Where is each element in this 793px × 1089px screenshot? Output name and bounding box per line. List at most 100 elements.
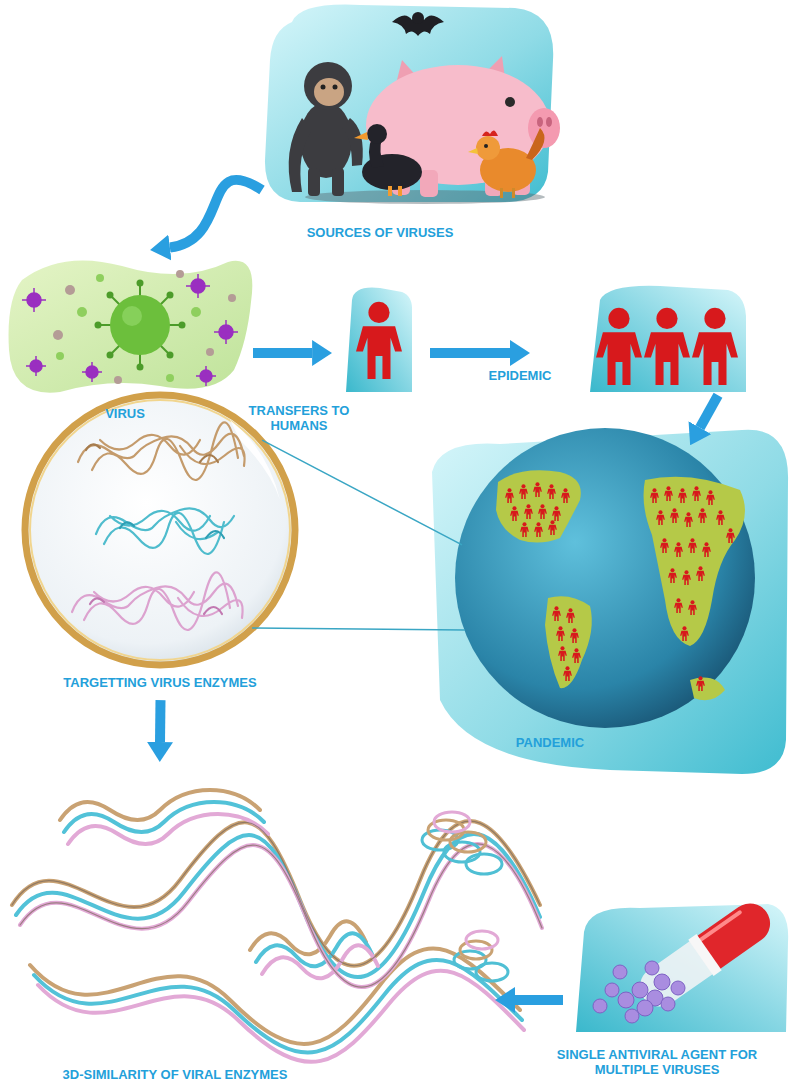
virus-panel: VIRUS (5, 258, 253, 393)
globe-art-shape-shape (684, 512, 693, 527)
capsule-panel-art-shape-shape (661, 997, 675, 1011)
virus-panel-art-shape-shape (167, 352, 174, 359)
virus-panel-art-shape (110, 295, 170, 355)
human-panel (345, 285, 413, 393)
sources-panel: SOURCES OF VIRUSES (262, 4, 558, 204)
sources-panel-art-shape (321, 85, 326, 90)
capsule-panel-art-shape-shape (671, 981, 685, 995)
sources-panel-art-shape (342, 118, 363, 166)
capsule-panel-art-shape-shape (654, 974, 670, 990)
virus-panel-art-shape-shape (96, 274, 104, 282)
globe-art-shape-shape (563, 666, 572, 681)
zoom-circle-art-shape-shape (96, 508, 234, 554)
globe-art-shape-shape (674, 542, 683, 557)
sources-panel-art-shape (308, 168, 320, 196)
enzyme-overlay-art-shape-shape (434, 812, 470, 832)
globe-art-shape (545, 596, 592, 688)
virus-panel-art-shape-shape (166, 374, 174, 382)
globe-art-shape-shape (706, 490, 715, 505)
zoom-line (252, 440, 465, 630)
human-panel-art (346, 288, 412, 393)
globe-art-shape-shape (660, 538, 669, 553)
capsule-panel-art-shape-shape (618, 992, 634, 1008)
virus-panel-art-shape-shape (22, 299, 46, 301)
enzyme-overlay-art-shape-shape (20, 844, 542, 987)
globe-art-shape-shape (534, 522, 543, 537)
enzyme-overlay-art-shape-shape (466, 931, 498, 949)
capsule-panel-art-shape-shape (637, 1000, 653, 1016)
flow-arrow (430, 348, 510, 358)
sources-panel-art-shape (367, 124, 387, 144)
virus-panel-art-shape (98, 283, 182, 367)
globe-art-shape (505, 482, 735, 691)
globe-art-shape-shape (561, 488, 570, 503)
virus-panel-art-shape-shape (110, 295, 170, 355)
globe-art-shape-shape (726, 528, 735, 543)
sources-panel-art-shape (546, 117, 552, 127)
zoom-circle-art-shape (30, 400, 290, 660)
globe-art-shape-shape (519, 484, 528, 499)
panel-caption: SOURCES OF VIRUSES (306, 225, 455, 240)
enzyme-overlay-art-shape-shape (34, 960, 522, 1053)
globe-art (432, 428, 788, 774)
globe-art-shape-shape (678, 488, 687, 503)
sources-panel-art-shape (468, 148, 478, 154)
sources-panel-art-shape (300, 102, 352, 178)
zoom-circle-art-shape-shape (90, 598, 222, 614)
globe-art-shape-shape (520, 522, 529, 537)
globe-art-shape-shape (656, 510, 665, 525)
arrow-label: TRANSFERS TO HUMANS (243, 403, 355, 433)
flow-arrow (515, 995, 563, 1005)
sources-panel-art-shape (476, 136, 500, 160)
enzyme-overlay-art-shape (20, 814, 542, 1062)
enzyme-overlay-art-shape-shape (68, 814, 268, 844)
sources-panel-art-shape (333, 85, 338, 90)
flow-arrow (253, 348, 312, 358)
zoom-circle-art (25, 395, 295, 665)
sources-panel-art-shape (505, 97, 515, 107)
sources-panel-art-shape (388, 186, 392, 196)
sources-panel-art-shape (500, 188, 503, 198)
globe-art-shape (690, 678, 725, 701)
enzyme-overlay-art-shape-shape (12, 821, 540, 966)
capsule-panel-art-shape-shape (700, 912, 739, 940)
virus-panel-art-shape (95, 280, 186, 371)
panel-caption: SINGLE ANTIVIRAL AGENT FOR MULTIPLE VIRU… (529, 1047, 785, 1077)
sources-panel-art-shape (420, 170, 438, 197)
capsule-panel-art-shape-shape (625, 1009, 639, 1023)
virus-panel-art-shape-shape (26, 365, 46, 367)
sources-panel-art-shape (314, 78, 344, 106)
enzyme-overlay-art-shape (12, 821, 542, 987)
virus-panel-art-shape-shape (107, 292, 114, 299)
virus-panel-art-shape-shape (228, 294, 236, 302)
globe-art-shape-shape (510, 506, 519, 521)
globe-art-shape-shape (702, 542, 711, 557)
globe-art-shape-shape (688, 600, 697, 615)
virus-panel-art-shape-shape (53, 330, 63, 340)
virus-panel-art-shape-shape (95, 322, 102, 329)
zoom-circle-art-shape (25, 395, 295, 665)
globe-art-shape-shape (698, 508, 707, 523)
virus-panel-art-shape-shape (137, 364, 144, 371)
globe-art-shape-shape (572, 648, 581, 663)
panel-caption: TARGETTING VIRUS ENZYMES (62, 675, 258, 690)
virus-panel-art-shape-shape (110, 295, 170, 355)
virus-panel-art-shape-shape (167, 292, 174, 299)
virus-panel-art-shape-shape (56, 352, 64, 360)
enzyme-overlay-art-shape-shape (20, 844, 542, 987)
sources-panel-art-shape (398, 186, 402, 196)
sources-panel-art-shape (526, 128, 545, 160)
flow-arrow (170, 180, 262, 248)
globe-art-shape-shape (688, 538, 697, 553)
zoom-circle-art-shape (72, 422, 245, 630)
group-panel-art-shape (596, 308, 642, 385)
enzyme-overlay-art-shape-shape (38, 971, 524, 1062)
virus-panel-art-shape (56, 274, 201, 382)
sources-panel-art-shape (412, 12, 424, 24)
enzyme-overlay-art-shape (428, 820, 492, 959)
enzyme-overlay-art-shape (12, 790, 540, 1044)
capsule-panel-art-shape-shape (688, 934, 721, 976)
globe-art-shape-shape (558, 646, 567, 661)
